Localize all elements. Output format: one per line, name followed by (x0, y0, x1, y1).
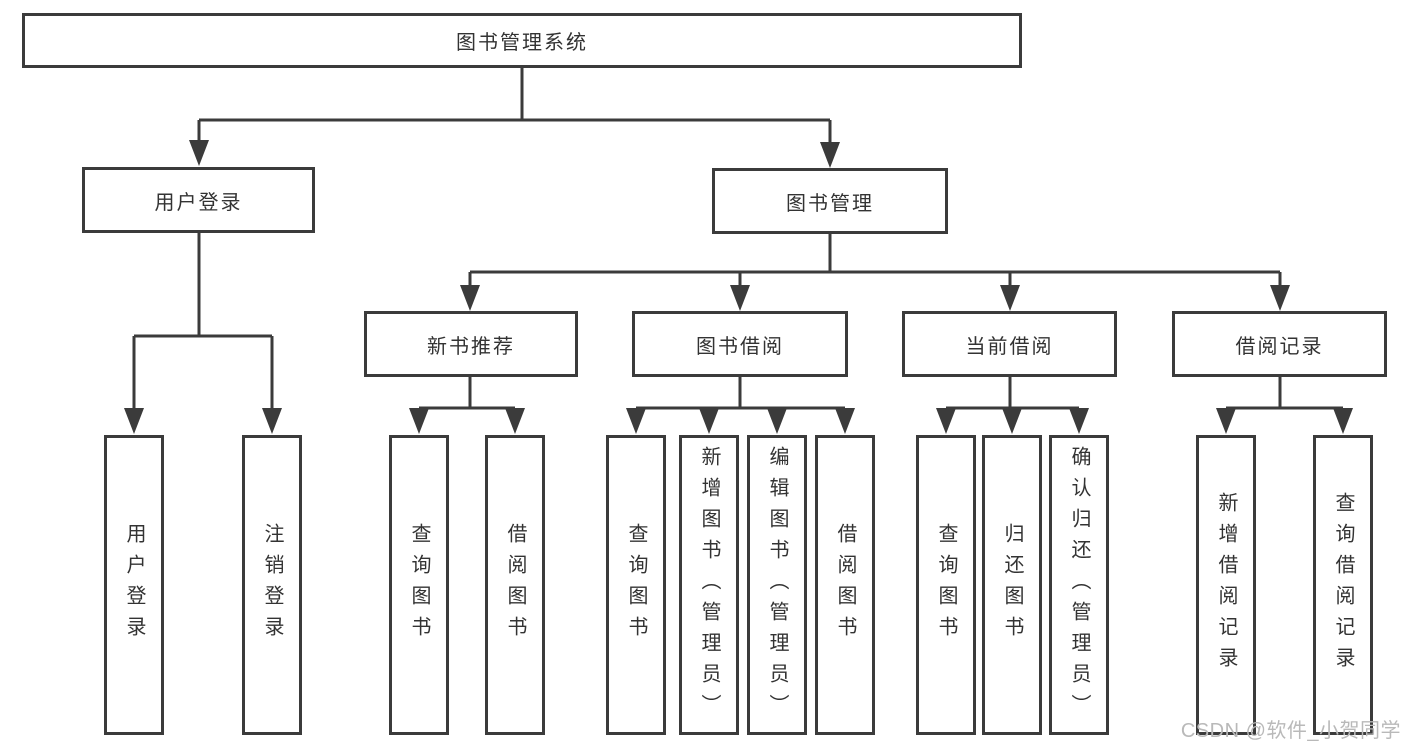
node-label: 图书管理系统 (456, 32, 588, 54)
leaf-borrow-books-1: 借阅图书 (485, 435, 545, 735)
leaf-logout: 注销登录 (242, 435, 302, 735)
leaf-edit-books-admin: 编辑图书（管理员） (747, 435, 807, 735)
node-label: 图书管理 (786, 192, 874, 215)
leaf-add-books-admin: 新增图书（管理员） (679, 435, 739, 735)
leaf-query-books-3: 查询图书 (916, 435, 976, 735)
node-label: 用户登录 (154, 191, 243, 214)
leaf-add-borrow-record: 新增借阅记录 (1196, 435, 1256, 735)
node-label: 借阅图书 (504, 523, 526, 647)
node-label: 查询借阅记录 (1332, 492, 1354, 678)
leaf-borrow-books-2: 借阅图书 (815, 435, 875, 735)
leaf-confirm-return-admin: 确认归还（管理员） (1049, 435, 1109, 735)
leaf-query-borrow-record: 查询借阅记录 (1313, 435, 1373, 735)
node-label: 编辑图书（管理员） (766, 445, 788, 725)
node-user-login-branch: 用户登录 (82, 167, 315, 233)
node-label: 确认归还（管理员） (1068, 445, 1090, 725)
node-borrow-records: 借阅记录 (1172, 311, 1387, 377)
node-label: 借阅记录 (1235, 335, 1324, 358)
leaf-user-login: 用户登录 (104, 435, 164, 735)
leaf-query-books-1: 查询图书 (389, 435, 449, 735)
node-label: 查询图书 (408, 523, 430, 647)
node-current-borrow: 当前借阅 (902, 311, 1117, 377)
node-label: 图书借阅 (696, 335, 784, 358)
node-label: 查询图书 (935, 523, 957, 647)
node-label: 新书推荐 (427, 335, 515, 358)
node-label: 新增图书（管理员） (698, 445, 720, 725)
node-label: 新增借阅记录 (1215, 492, 1237, 678)
node-library-system: 图书管理系统 (22, 13, 1022, 68)
node-label: 归还图书 (1001, 523, 1023, 647)
node-label: 查询图书 (625, 523, 647, 647)
node-book-management: 图书管理 (712, 168, 948, 234)
node-label: 当前借阅 (965, 335, 1054, 358)
leaf-query-books-2: 查询图书 (606, 435, 666, 735)
node-new-book-recommend: 新书推荐 (364, 311, 578, 377)
leaf-return-books: 归还图书 (982, 435, 1042, 735)
arrowhead-icons (124, 140, 1353, 434)
csdn-watermark: CSDN @软件_小贺同学 (1180, 720, 1401, 742)
node-label: 用户登录 (123, 523, 145, 647)
node-label: 注销登录 (261, 523, 283, 647)
node-label: 借阅图书 (834, 523, 856, 647)
node-book-borrow: 图书借阅 (632, 311, 848, 377)
